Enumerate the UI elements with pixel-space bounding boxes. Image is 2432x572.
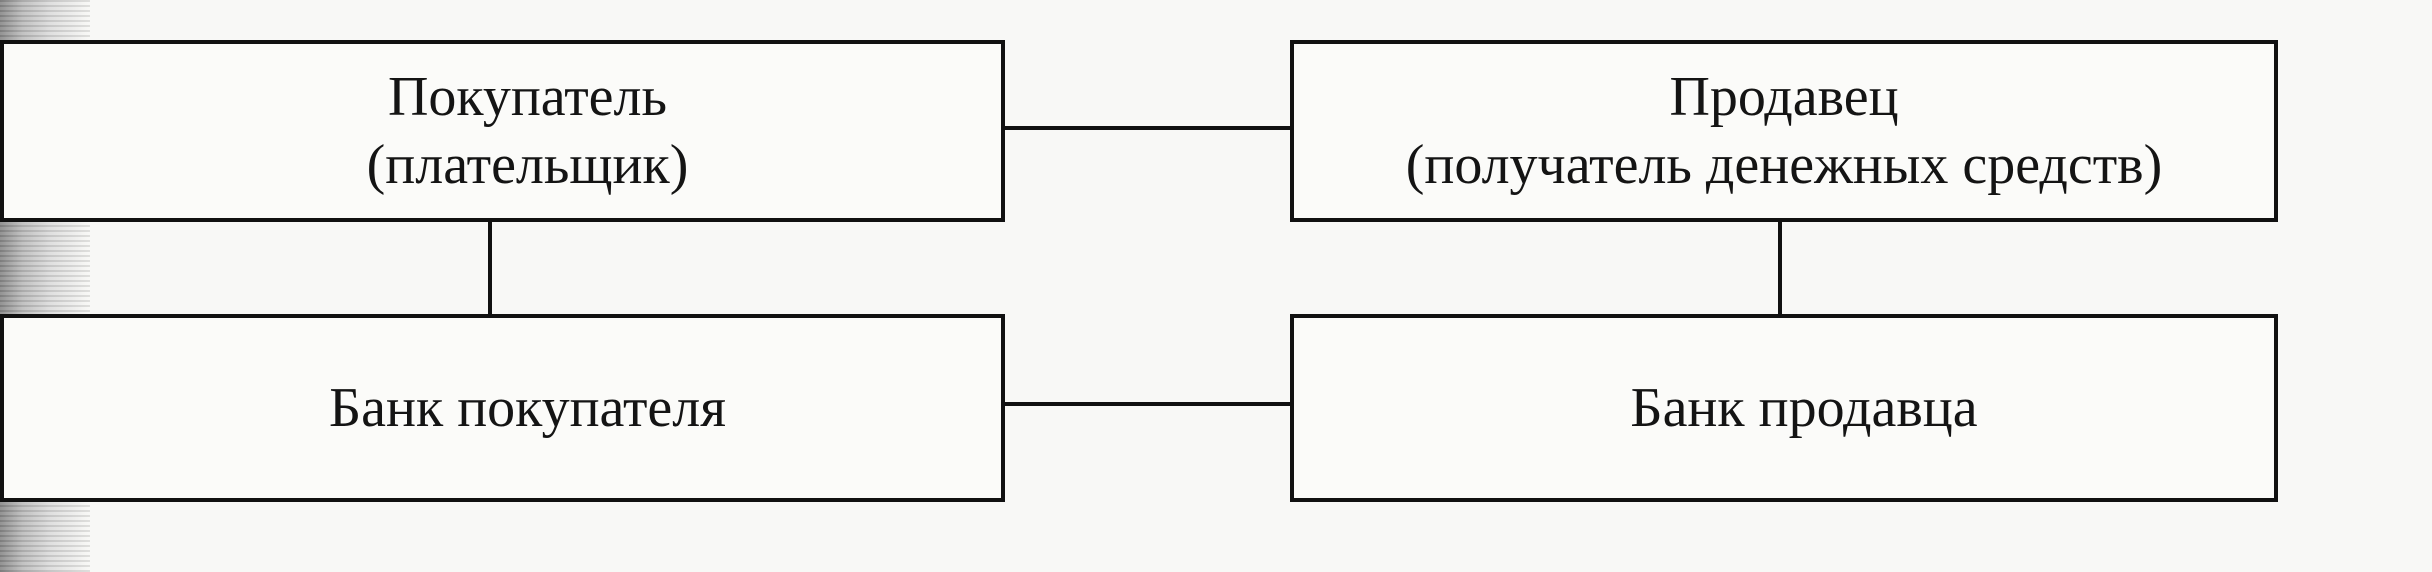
buyer-bank-box: Банк покупателя [0, 314, 1005, 502]
seller-title: Продавец [1669, 65, 1899, 128]
buyer-subtitle: (плательщик) [366, 134, 689, 196]
buyer-title: Покупатель [387, 65, 668, 128]
seller-bank-label: Банк продавца [1630, 376, 1978, 439]
buyer-box: Покупатель (плательщик) [0, 40, 1005, 222]
seller-subtitle: (получатель денежных средств) [1405, 134, 2163, 196]
buyer-bank-label: Банк покупателя [329, 376, 726, 439]
seller-box: Продавец (получатель денежных средств) [1290, 40, 2278, 222]
seller-bank-box: Банк продавца [1290, 314, 2278, 502]
